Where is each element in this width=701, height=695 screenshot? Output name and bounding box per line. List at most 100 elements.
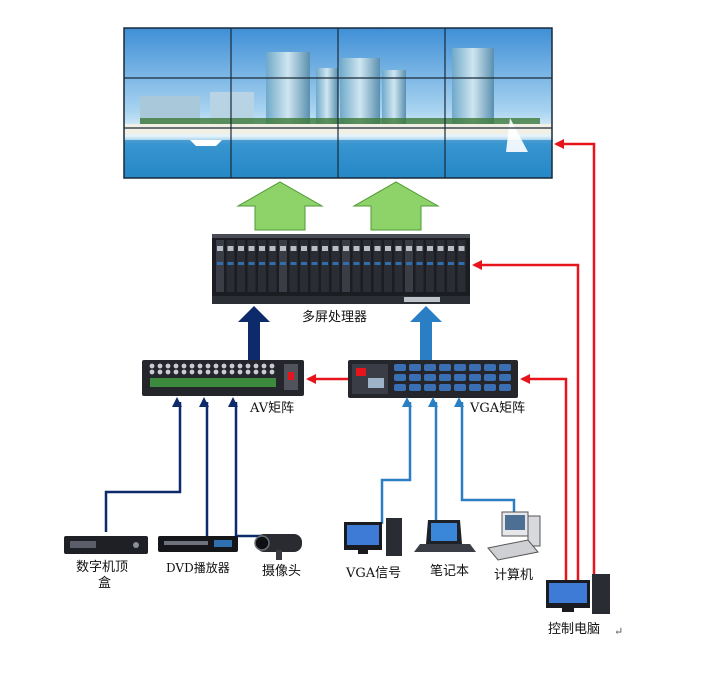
processor-led: [385, 262, 391, 265]
processor-port: [280, 246, 286, 251]
camera-icon: [254, 534, 302, 560]
line-settop-to-av: [104, 397, 182, 532]
av-jack: [181, 369, 187, 375]
vga-port: [499, 364, 511, 371]
vga-port: [424, 364, 436, 371]
line-computer-to-matrix: [454, 397, 516, 514]
processor-led: [353, 262, 360, 265]
processor-port: [343, 246, 349, 251]
av-jack: [197, 369, 203, 375]
av-jack: [253, 369, 259, 375]
settop-box-label-line1: 数字机顶: [76, 560, 129, 575]
vga-matrix-label: VGA矩阵: [470, 401, 526, 416]
vga-port: [424, 374, 436, 381]
control-computer-label: 控制电脑: [548, 622, 601, 637]
vga-port: [394, 384, 406, 391]
vga-port: [409, 384, 421, 391]
av-jack: [205, 369, 211, 375]
av-jack: [237, 363, 243, 369]
vga-port: [454, 364, 466, 371]
processor-led: [364, 262, 370, 265]
processor-slot: [289, 240, 298, 292]
control-line-to-processor: [472, 260, 580, 580]
vga-port: [394, 374, 406, 381]
processor-led: [227, 262, 234, 265]
av-jack: [189, 363, 195, 369]
av-jack: [261, 369, 267, 375]
vga-port: [484, 384, 496, 391]
output-arrow-left-icon: [236, 181, 324, 231]
av-jack: [221, 369, 227, 375]
av-jack: [269, 369, 275, 375]
av-matrix-label: AV矩阵: [250, 401, 295, 416]
av-jack: [269, 363, 275, 369]
processor-port: [353, 246, 360, 251]
control-line-to-wall: [554, 139, 596, 580]
processor-port: [227, 246, 234, 251]
vga-port: [439, 364, 451, 371]
vga-input-lines: [380, 397, 516, 524]
vga-port: [469, 364, 481, 371]
av-jack: [157, 363, 163, 369]
processor-led: [301, 262, 307, 265]
processor-led: [248, 262, 255, 265]
processor-port: [301, 246, 307, 251]
av-jack: [205, 363, 211, 369]
processor-port: [458, 246, 465, 251]
processor-slot: [352, 240, 361, 292]
dvd-player-label: DVD播放器: [166, 561, 230, 575]
processor-led: [437, 262, 444, 265]
processor-port: [248, 246, 255, 251]
av-jack: [181, 363, 187, 369]
vga-port: [469, 384, 481, 391]
processor-slot: [331, 240, 340, 292]
processor-slot: [363, 240, 371, 292]
video-wall-icon: [123, 27, 553, 179]
av-jack: [237, 369, 243, 375]
processor-port: [364, 246, 370, 251]
processor-led: [311, 262, 318, 265]
processor-port: [448, 246, 454, 251]
vga-port: [484, 364, 496, 371]
processor-port: [290, 246, 297, 251]
processor-slot: [394, 240, 403, 292]
vga-port: [499, 384, 511, 391]
camera-label: 摄像头: [262, 564, 302, 579]
av-jack: [253, 363, 259, 369]
processor-slot: [447, 240, 455, 292]
processor-port: [269, 246, 276, 251]
processor-slot: [268, 240, 277, 292]
processor-port: [217, 246, 223, 251]
av-jack: [245, 363, 251, 369]
av-jack: [173, 363, 179, 369]
processor-led: [448, 262, 454, 265]
multiscreen-processor-icon: [212, 234, 470, 304]
processor-led: [238, 262, 244, 265]
vga-port: [439, 384, 451, 391]
processor-led: [280, 262, 286, 265]
av-jack: [213, 369, 219, 375]
paragraph-mark: ↵: [614, 625, 624, 638]
vga-port: [394, 364, 406, 371]
av-jack: [189, 369, 195, 375]
vga-port: [454, 384, 466, 391]
processor-led: [290, 262, 297, 265]
av-jack: [245, 369, 251, 375]
vga-port: [424, 384, 436, 391]
processor-port: [385, 246, 391, 251]
vga-port: [409, 364, 421, 371]
processor-slot: [300, 240, 308, 292]
processor-port: [332, 246, 339, 251]
processor-led: [374, 262, 381, 265]
processor-port: [437, 246, 444, 251]
processor-led: [217, 262, 223, 265]
processor-slot: [216, 240, 224, 292]
processor-led: [458, 262, 465, 265]
processor-slot: [310, 240, 319, 292]
processor-port: [238, 246, 244, 251]
dvd-player-icon: [158, 536, 238, 552]
processor-led: [259, 262, 265, 265]
av-input-lines: [104, 397, 270, 538]
vga-port: [454, 374, 466, 381]
